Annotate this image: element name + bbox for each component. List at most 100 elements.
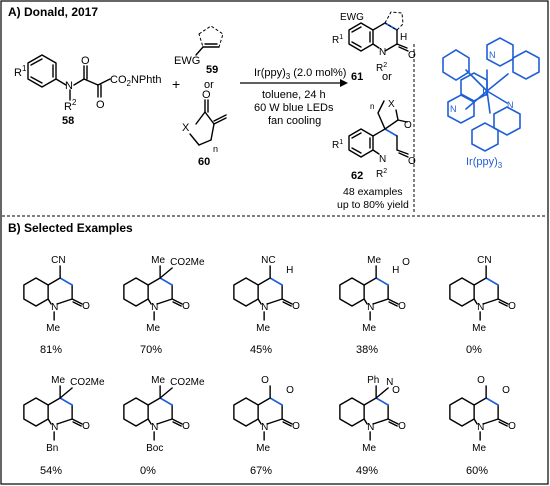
c4-substituent-2: CO2Me (170, 377, 205, 388)
panel-a-header: A) Donald, 2017 (8, 5, 98, 19)
product-label-62: 62 (351, 170, 363, 182)
c4-bond-2 (159, 267, 173, 279)
alkene-59: EWG 59 (174, 25, 224, 76)
substrate-label-58: 58 (62, 115, 74, 127)
conditions-solvent: toluene, 24 h (262, 89, 326, 101)
c4-substituent-1: CN (51, 255, 65, 266)
extra-atom-1: O (502, 385, 510, 396)
carbonyl-o: O (508, 421, 516, 432)
carbonyl-bond-2 (172, 421, 182, 427)
lactam-ring (147, 397, 173, 425)
extra-atom-2: O (402, 257, 410, 268)
c4-bond-2 (159, 387, 173, 399)
conditions-cooling: fan cooling (268, 115, 321, 127)
catalyst-label: Ir(ppy)3 (466, 156, 503, 170)
extra-atom-1: O (392, 385, 400, 396)
scope-yield: up to 80% yield (337, 199, 409, 211)
carbonyl-o: O (182, 421, 190, 432)
product-62-o2: O (408, 156, 416, 167)
product-62-n: N (379, 154, 386, 165)
c4-substituent-1: Me (367, 255, 381, 266)
product-62-r1: R1 (332, 139, 343, 151)
n-substituent: Me (472, 323, 486, 334)
scope-examples: 48 examples (343, 186, 403, 198)
carbonyl-o: O (182, 301, 190, 312)
carbonyl-bond-2 (72, 301, 82, 307)
c4-substituent-1: Me (151, 375, 165, 386)
carbonyl-bond (497, 298, 509, 305)
substrate-r1: R1 (14, 64, 27, 79)
carbonyl-bond-2 (172, 301, 182, 307)
carbonyl-bond (71, 298, 83, 305)
lactone-x: X (182, 122, 190, 134)
carbonyl-bond (71, 418, 83, 425)
new-bond (159, 277, 173, 286)
benzene-ring (339, 397, 365, 427)
ring-n: N (151, 302, 158, 313)
lactone-label-60: 60 (198, 156, 210, 168)
carbonyl-o: O (398, 301, 406, 312)
c4-substituent-1: CN (477, 255, 491, 266)
lactam-ring (473, 277, 499, 305)
substrate-o1: O (81, 55, 90, 67)
product-61-ewg: EWG (340, 12, 364, 23)
c4-substituent-1: Me (151, 255, 165, 266)
carbonyl-bond (497, 418, 509, 425)
c4-bond-2 (59, 387, 73, 399)
carbonyl-bond (387, 298, 399, 305)
n-substituent: Me (362, 443, 376, 454)
extra-atom-1: O (286, 385, 294, 396)
carbonyl-bond (281, 298, 293, 305)
product-62-r2: R2 (376, 168, 387, 180)
lactam-ring (147, 277, 173, 305)
lactam-ring (47, 277, 73, 305)
iridium-catalyst-structure: Ir N N N Ir(ppy)3 (442, 37, 540, 170)
product-61-o: O (408, 50, 416, 61)
yield-label: 81% (40, 344, 62, 356)
c4-substituent-2: CO2Me (170, 257, 205, 268)
carbonyl-bond-2 (388, 421, 398, 427)
substrate-r2: R2 (64, 98, 77, 113)
substrate-o2: O (96, 99, 105, 111)
carbonyl-bond-2 (282, 421, 292, 427)
carbonyl-bond (281, 418, 293, 425)
product-61-r2: R2 (376, 62, 387, 74)
benzene-ring (449, 277, 475, 307)
new-bond (269, 277, 283, 286)
c4-substituent-1: NC (261, 255, 275, 266)
product-61: EWG R1 H N R2 O 61 (332, 11, 416, 83)
c4-substituent-2: CO2Me (70, 377, 105, 388)
yield-label: 67% (250, 465, 272, 477)
carbonyl-bond-2 (498, 301, 508, 307)
substrate-ester: CO2NPhth (110, 74, 162, 88)
benzene-ring (123, 277, 149, 307)
product-61-h: H (400, 32, 407, 43)
product-62-o1: O (404, 120, 412, 131)
benzene-ring (233, 277, 259, 307)
carbonyl-bond-2 (388, 301, 398, 307)
new-bond (59, 277, 73, 286)
benzene-ring (449, 397, 475, 427)
extra-atom-1: H (286, 265, 293, 276)
lactam-ring (47, 397, 73, 425)
carbonyl-o: O (292, 421, 300, 432)
lactam-ring (473, 397, 499, 425)
catalyst-n2: N (450, 104, 457, 114)
carbonyl-bond (171, 298, 183, 305)
c4-substituent-1: Me (51, 375, 65, 386)
n-substituent: Me (256, 443, 270, 454)
product-62-n-index: n (370, 102, 374, 111)
carbonyl-bond (171, 418, 183, 425)
ring-n: N (367, 422, 374, 433)
product-label-61: 61 (351, 71, 363, 83)
carbonyl-o: O (82, 421, 90, 432)
extra-atom-1: H (392, 265, 399, 276)
catalyst-ir: Ir (482, 87, 489, 99)
carbonyl-o: O (82, 301, 90, 312)
